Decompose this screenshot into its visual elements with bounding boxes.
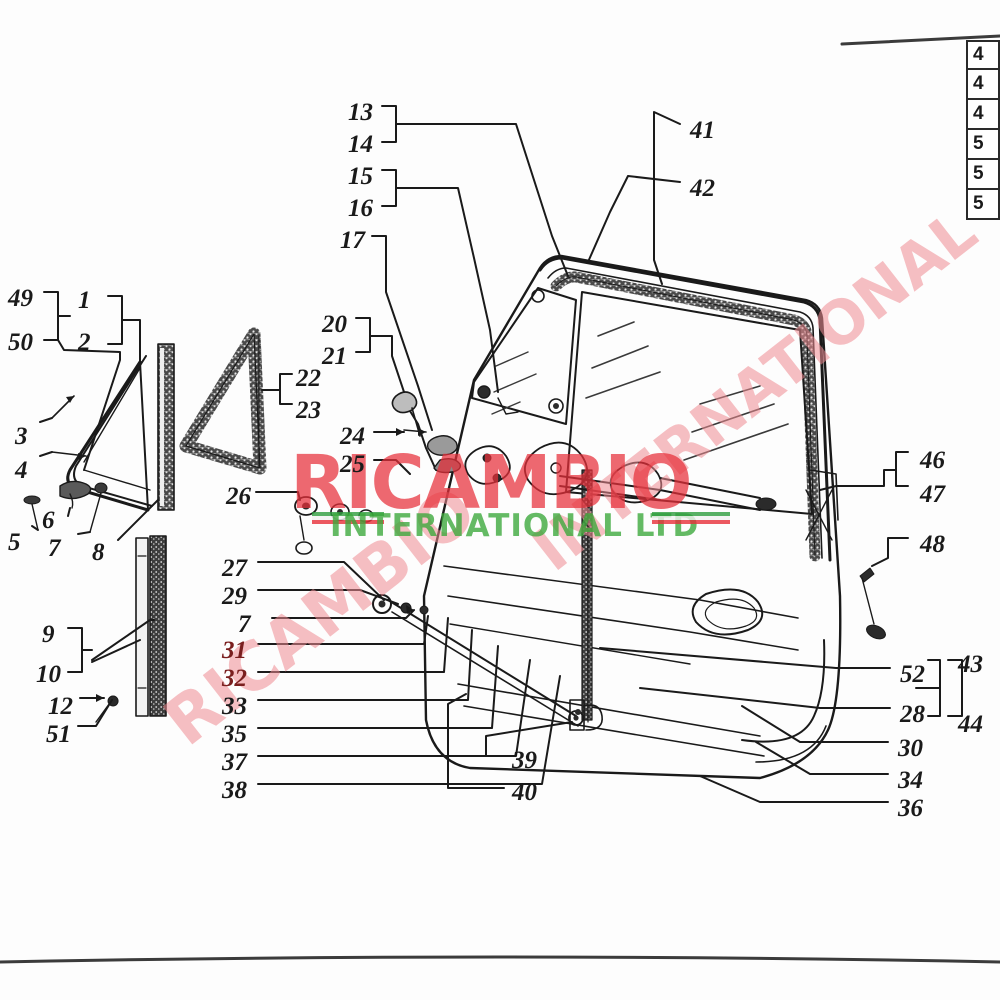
- part-number-label-38: 38: [222, 777, 247, 804]
- part-number-label-46: 46: [920, 447, 945, 474]
- part-number-label-32: 32: [222, 665, 247, 692]
- part-number-label-40: 40: [512, 779, 537, 806]
- part-number-label-39: 39: [512, 747, 537, 774]
- part-number-label-44: 44: [958, 711, 983, 738]
- part-number-label-13: 13: [348, 99, 373, 126]
- part-number-label-31: 31: [222, 637, 247, 664]
- part-number-label-4: 4: [15, 457, 28, 484]
- part-number-label-34: 34: [898, 767, 923, 794]
- part-number-label-52: 52: [900, 661, 925, 688]
- part-number-label-47: 47: [920, 481, 945, 508]
- part-number-label-21: 21: [322, 343, 347, 370]
- part-number-label-10: 10: [36, 661, 61, 688]
- part-number-label-22: 22: [296, 365, 321, 392]
- part-number-label-6: 6: [42, 507, 55, 534]
- part-number-label-3: 3: [15, 423, 28, 450]
- part-number-label-14: 14: [348, 131, 373, 158]
- cut-table-cell: 5: [966, 190, 1000, 220]
- part-number-label-7: 7: [238, 611, 251, 638]
- part-number-label-7: 7: [48, 535, 61, 562]
- part-number-label-41: 41: [690, 117, 715, 144]
- part-number-label-25: 25: [340, 451, 365, 478]
- cut-table-cell: 5: [966, 130, 1000, 160]
- cut-table-cell: 5: [966, 160, 1000, 190]
- part-number-label-50: 50: [8, 329, 33, 356]
- part-number-label-36: 36: [898, 795, 923, 822]
- cut-table-cell: 4: [966, 70, 1000, 100]
- part-number-label-17: 17: [340, 227, 365, 254]
- part-number-label-24: 24: [340, 423, 365, 450]
- part-number-label-15: 15: [348, 163, 373, 190]
- cut-table-cell: 4: [966, 40, 1000, 70]
- part-number-label-37: 37: [222, 749, 247, 776]
- part-number-label-23: 23: [296, 397, 321, 424]
- part-number-label-26: 26: [226, 483, 251, 510]
- part-number-label-51: 51: [46, 721, 71, 748]
- part-number-label-28: 28: [900, 701, 925, 728]
- part-number-label-48: 48: [920, 531, 945, 558]
- part-number-label-16: 16: [348, 195, 373, 222]
- part-number-label-5: 5: [8, 529, 21, 556]
- part-number-label-8: 8: [92, 539, 105, 566]
- part-number-label-20: 20: [322, 311, 347, 338]
- part-number-label-42: 42: [690, 175, 715, 202]
- part-number-label-12: 12: [48, 693, 73, 720]
- part-number-label-29: 29: [222, 583, 247, 610]
- part-number-label-27: 27: [222, 555, 247, 582]
- part-number-label-9: 9: [42, 621, 55, 648]
- part-number-label-35: 35: [222, 721, 247, 748]
- part-number-label-43: 43: [958, 651, 983, 678]
- part-number-label-2: 2: [78, 329, 91, 356]
- part-number-label-30: 30: [898, 735, 923, 762]
- cut-table-cell: 4: [966, 100, 1000, 130]
- part-number-label-1: 1: [78, 287, 91, 314]
- part-number-label-33: 33: [222, 693, 247, 720]
- part-number-label-49: 49: [8, 285, 33, 312]
